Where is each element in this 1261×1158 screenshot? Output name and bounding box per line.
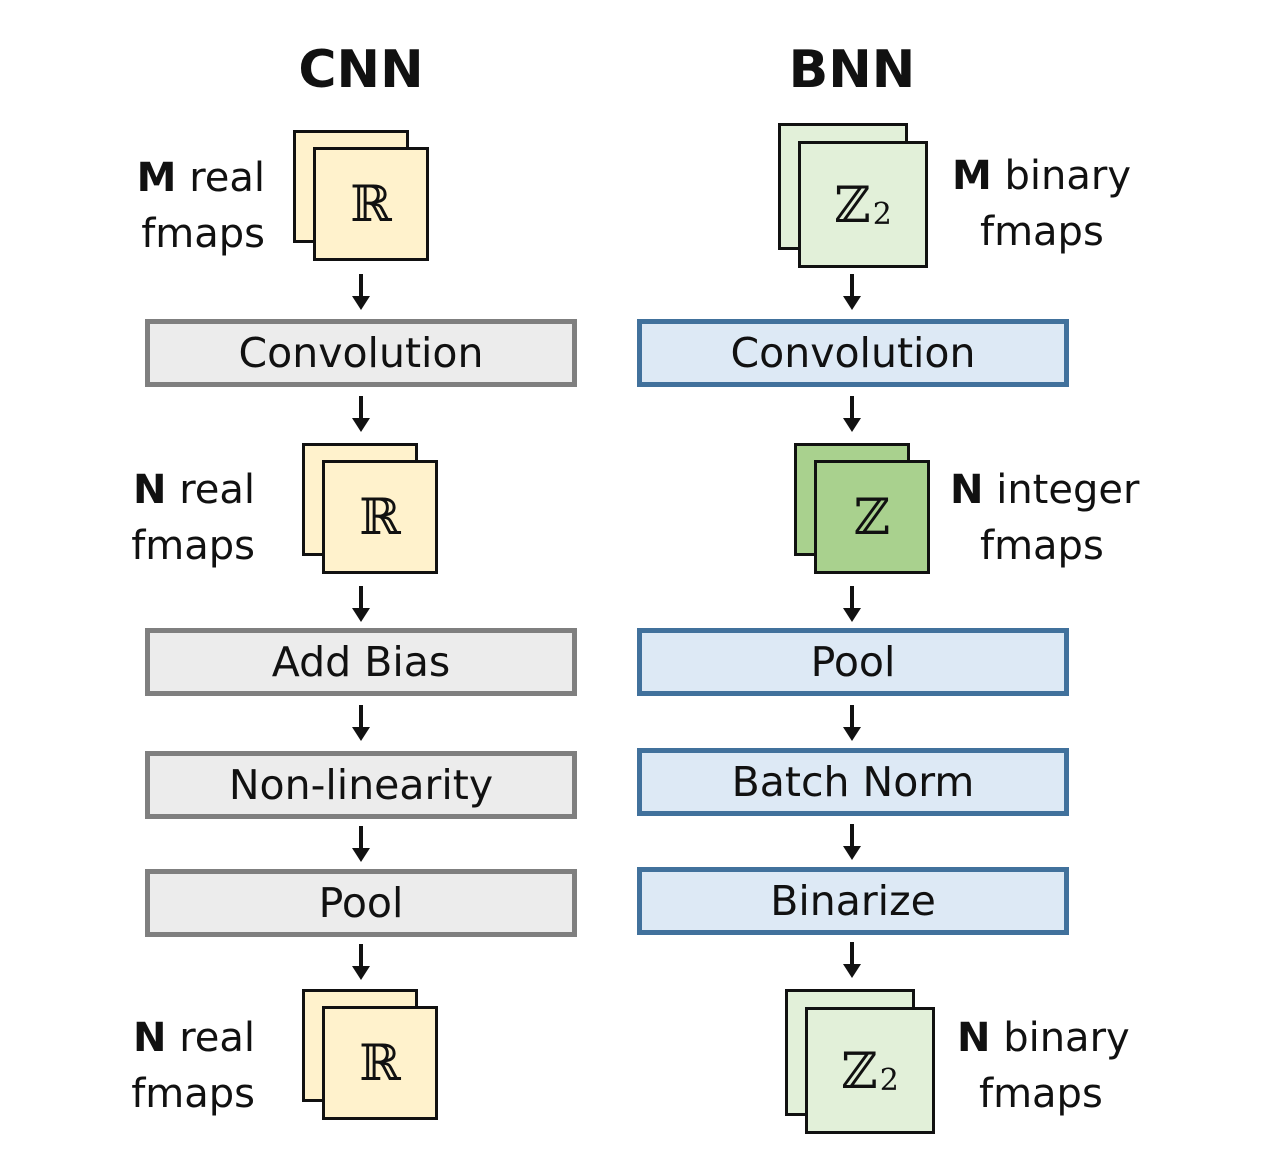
bnn-input-fmap-count: M (952, 153, 992, 199)
cnn-input-fmap-type: real (189, 155, 265, 201)
bnn-conv-fmap-stack: ℤ (794, 443, 930, 574)
cnn-output-fmap-label: N real fmaps (100, 1010, 255, 1122)
real-symbol-icon: ℝ (359, 1034, 401, 1092)
bnn-conv-fmap-count: N (950, 467, 984, 513)
cnn-conv-fmap-type: real (179, 467, 255, 513)
cnn-add-bias-box: Add Bias (145, 628, 577, 696)
fmap-front-sheet (814, 460, 930, 574)
bnn-output-fmap-unit: fmaps (979, 1071, 1103, 1117)
bnn-conv-fmap-unit: fmaps (980, 523, 1104, 569)
fmap-front-sheet (313, 147, 429, 261)
cnn-conv-fmap-label: N real fmaps (100, 462, 255, 574)
cnn-input-fmap-label: M real fmaps (100, 150, 265, 262)
cnn-input-fmap-stack: ℝ (293, 130, 429, 261)
cnn-conv-fmap-stack: ℝ (302, 443, 438, 574)
down-arrow-icon (352, 826, 370, 862)
down-arrow-icon (843, 824, 861, 860)
cnn-output-fmap-count: N (132, 1015, 167, 1061)
down-arrow-icon (352, 396, 370, 432)
cnn-output-fmap-stack: ℝ (302, 989, 438, 1120)
real-symbol-icon: ℝ (359, 488, 401, 546)
fmap-front-sheet (322, 1006, 438, 1120)
fmap-front-sheet (322, 460, 438, 574)
bnn-conv-fmap-label: N integer fmaps (950, 462, 1150, 574)
cnn-input-fmap-count: M (136, 155, 177, 201)
bnn-binarize-box: Binarize (637, 867, 1069, 935)
down-arrow-icon (843, 705, 861, 741)
down-arrow-icon (843, 942, 861, 978)
down-arrow-icon (843, 396, 861, 432)
down-arrow-icon (352, 705, 370, 741)
down-arrow-icon (843, 274, 861, 310)
bnn-batch-norm-box: Batch Norm (637, 748, 1069, 816)
down-arrow-icon (352, 274, 370, 310)
bnn-input-fmap-label: M binary fmaps (952, 148, 1152, 260)
down-arrow-icon (843, 586, 861, 622)
cnn-output-fmap-unit: fmaps (131, 1071, 255, 1117)
down-arrow-icon (352, 944, 370, 980)
cnn-pool-box: Pool (145, 869, 577, 937)
bnn-pool-box: Pool (637, 628, 1069, 696)
cnn-input-fmap-unit: fmaps (141, 211, 265, 257)
bnn-title: BNN (788, 40, 916, 100)
cnn-conv-fmap-unit: fmaps (131, 523, 255, 569)
cnn-title: CNN (298, 40, 424, 100)
cnn-conv-fmap-count: N (132, 467, 167, 513)
bnn-output-fmap-type: binary (1003, 1015, 1130, 1061)
bnn-output-fmap-count: N (957, 1015, 991, 1061)
bnn-input-fmap-type: binary (1004, 153, 1132, 199)
cnn-convolution-box: Convolution (145, 319, 577, 387)
fmap-front-sheet (798, 141, 928, 268)
real-symbol-icon: ℝ (350, 175, 392, 233)
fmap-front-sheet (805, 1007, 935, 1134)
cnn-output-fmap-type: real (179, 1015, 255, 1061)
down-arrow-icon (352, 586, 370, 622)
bnn-input-fmap-unit: fmaps (980, 209, 1104, 255)
bnn-output-fmap-label: N binary fmaps (957, 1010, 1157, 1122)
bnn-convolution-box: Convolution (637, 319, 1069, 387)
cnn-nonlinearity-box: Non-linearity (145, 751, 577, 819)
integer-symbol-icon: ℤ (853, 488, 891, 546)
bnn-conv-fmap-type: integer (996, 467, 1140, 513)
